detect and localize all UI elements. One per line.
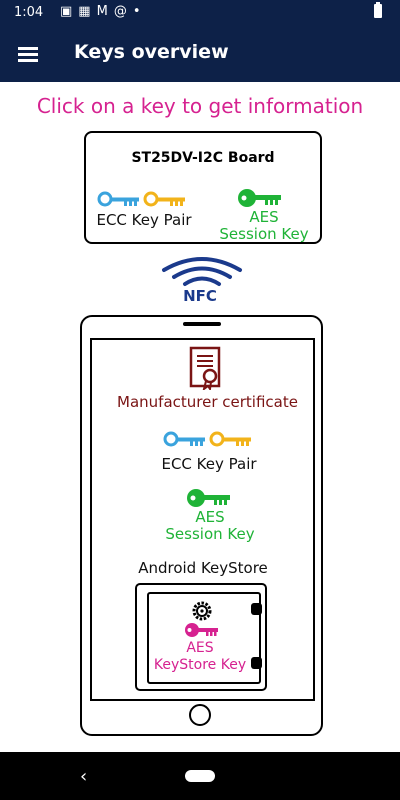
board-ecc-label[interactable]: ECC Key Pair: [96, 211, 192, 229]
keystore-aes-line2: KeyStore Key: [153, 657, 247, 673]
app-bar: Keys overview: [0, 26, 400, 82]
keystore-aes-line1: AES: [186, 640, 214, 656]
keystore-title: Android KeyStore: [138, 559, 268, 577]
calendar-icon: ▦: [78, 4, 97, 19]
battery-icon: [374, 2, 382, 18]
keystore-key-label[interactable]: AES KeyStore Key: [140, 640, 260, 674]
at-sign-icon: @: [113, 4, 133, 19]
keystore-safe: [135, 583, 267, 691]
board-aes-key-icon[interactable]: [237, 188, 283, 210]
phone-frame: [80, 315, 323, 736]
phone-speaker: [183, 322, 221, 326]
certificate-label[interactable]: Manufacturer certificate: [117, 393, 298, 411]
system-nav-bar: ‹: [0, 752, 400, 800]
phone-ecc-label[interactable]: ECC Key Pair: [161, 455, 257, 473]
phone-ecc-key-pair-icon[interactable]: [163, 430, 255, 450]
status-bar: 1:04 ▣▦M@•: [0, 0, 400, 26]
home-pill-icon[interactable]: [185, 770, 215, 782]
status-time: 1:04: [14, 5, 44, 20]
nfc-label: NFC: [183, 287, 217, 305]
notification-icons: ▣▦M@•: [60, 4, 146, 19]
board-aes-label[interactable]: AES Session Key: [214, 209, 314, 243]
board-aes-line2: Session Key: [219, 225, 309, 243]
phone-aes-line1: AES: [195, 508, 225, 526]
phone-screen: [90, 338, 315, 701]
safe-dial-icon: [192, 601, 212, 621]
phone-aes-key-icon[interactable]: [186, 488, 232, 510]
back-icon[interactable]: ‹: [80, 766, 88, 787]
board-title: ST25DV-I2C Board: [131, 150, 275, 166]
board-ecc-key-pair-icon[interactable]: [97, 190, 189, 210]
certificate-icon[interactable]: [189, 346, 223, 390]
phone-home-button: [189, 704, 211, 726]
nfc-icon: [162, 257, 242, 286]
image-icon: ▣: [60, 4, 79, 19]
phone-aes-label[interactable]: AES Session Key: [155, 509, 265, 543]
keystore-key-icon[interactable]: [184, 622, 220, 640]
keystore-safe-door: [147, 592, 261, 684]
hamburger-menu-icon[interactable]: [14, 40, 42, 68]
instruction-text: Click on a key to get information: [36, 94, 364, 118]
safe-hinge-top: [251, 603, 262, 615]
gmail-icon: M: [96, 4, 114, 19]
safe-hinge-bottom: [251, 657, 262, 669]
phone-aes-line2: Session Key: [165, 525, 255, 543]
board-box: ST25DV-I2C Board: [84, 131, 322, 244]
board-aes-line1: AES: [249, 208, 279, 226]
page-title: Keys overview: [74, 41, 229, 63]
dot-icon: •: [132, 4, 147, 19]
